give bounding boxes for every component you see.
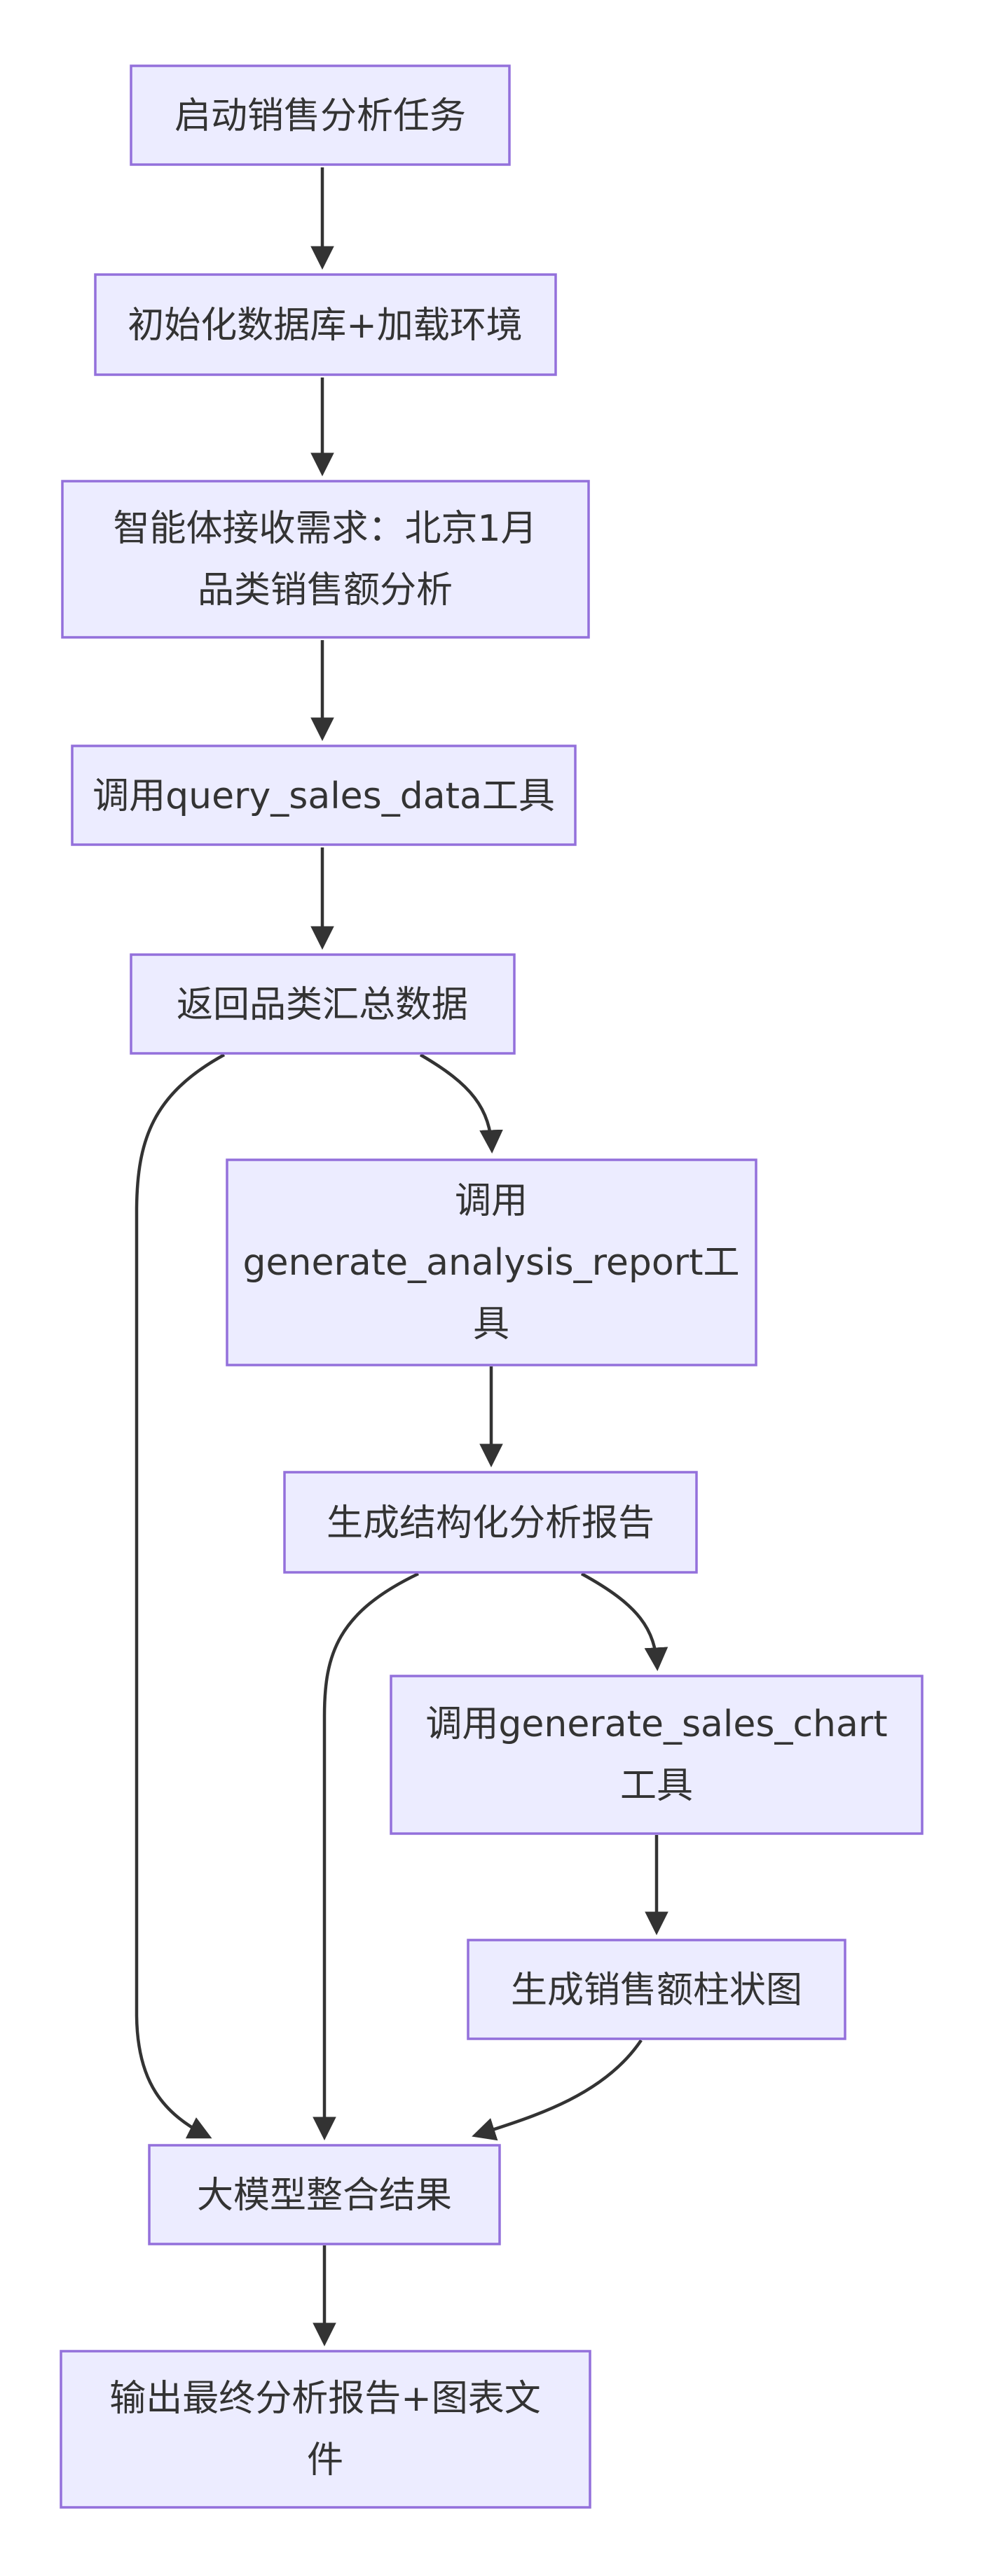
node-sales-bar-chart: 生成销售额柱状图	[467, 1939, 846, 2040]
node-generate-sales-chart-tool: 调用generate_sales_chart 工具	[390, 1675, 924, 1835]
edge-return-to-merge	[135, 1053, 226, 2139]
node-query-sales-data-tool: 调用query_sales_data工具	[71, 745, 577, 846]
receive-request-box	[61, 480, 590, 639]
sales-bar-chart-box	[467, 1939, 846, 2040]
generate-sales-chart-tool-label-line2: 工具	[620, 1765, 693, 1807]
node-init-db: 初始化数据库+加载环境	[94, 273, 557, 376]
generate-analysis-report-tool-box	[226, 1158, 757, 1366]
init-db-label: 初始化数据库+加载环境	[128, 305, 523, 347]
node-receive-request: 智能体接收需求：北京1月 品类销售额分析	[61, 480, 590, 639]
query-sales-data-tool-box	[71, 745, 577, 846]
node-structured-report: 生成结构化分析报告	[283, 1471, 698, 1574]
final-output-label-line2: 件	[307, 2439, 343, 2481]
init-db-box	[94, 273, 557, 376]
final-output-box	[60, 2350, 591, 2509]
edge-return-to-report-tool	[419, 1053, 503, 1154]
return-summary-data-box	[130, 953, 516, 1055]
edge-chart-to-merge	[472, 2039, 643, 2141]
start-task-label: 启动销售分析任务	[174, 95, 466, 137]
receive-request-label-line2: 品类销售额分析	[198, 569, 453, 611]
generate-sales-chart-tool-label-line1: 调用generate_sales_chart	[425, 1703, 887, 1745]
generate-analysis-report-tool-label-line2: generate_analysis_report工	[243, 1242, 740, 1284]
node-start-task: 启动销售分析任务	[130, 64, 511, 166]
node-return-summary-data: 返回品类汇总数据	[130, 953, 516, 1055]
sales-bar-chart-label: 生成销售额柱状图	[511, 1969, 802, 2011]
structured-report-label: 生成结构化分析报告	[327, 1502, 654, 1544]
node-generate-analysis-report-tool: 调用 generate_analysis_report工 具	[226, 1158, 757, 1366]
final-output-label-line1: 输出最终分析报告+图表文	[109, 2378, 541, 2420]
return-summary-data-label: 返回品类汇总数据	[177, 984, 468, 1026]
node-llm-merge-results: 大模型整合结果	[148, 2144, 501, 2245]
edge-report-to-merge	[313, 1572, 419, 2141]
receive-request-label-line1: 智能体接收需求：北京1月	[113, 508, 537, 550]
llm-merge-results-box	[148, 2144, 501, 2245]
generate-sales-chart-tool-box	[390, 1675, 924, 1835]
generate-analysis-report-tool-label-line3: 具	[473, 1303, 509, 1345]
start-task-box	[130, 64, 511, 166]
edge-report-to-chart-tool	[580, 1572, 668, 1672]
structured-report-box	[283, 1471, 698, 1574]
llm-merge-results-label: 大模型整合结果	[197, 2175, 452, 2217]
edge-layer	[135, 167, 668, 2347]
node-final-output: 输出最终分析报告+图表文 件	[60, 2350, 591, 2509]
query-sales-data-tool-label: 调用query_sales_data工具	[92, 775, 555, 817]
generate-analysis-report-tool-label-line1: 调用	[455, 1180, 528, 1222]
